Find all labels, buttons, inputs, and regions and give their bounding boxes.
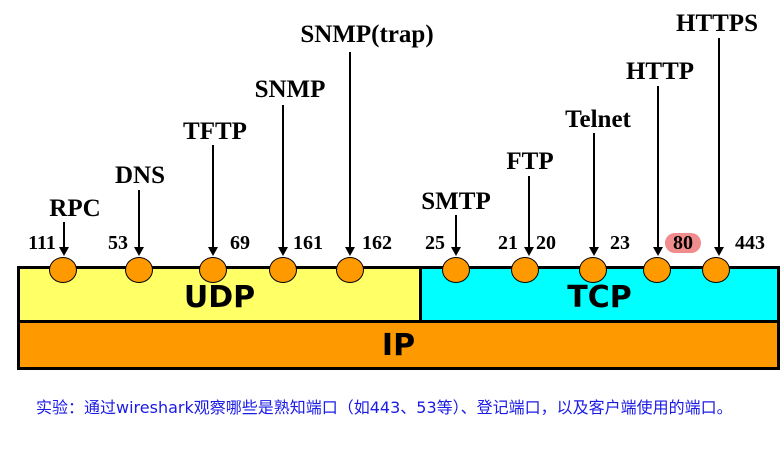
- arrow-http: [653, 86, 663, 256]
- arrow-telnet: [589, 133, 599, 256]
- port-circle: [125, 257, 153, 283]
- label-http: HTTP: [625, 58, 695, 85]
- port-circle: [199, 257, 227, 283]
- udp-label: UDP: [183, 280, 256, 315]
- label-rpc: RPC: [49, 195, 101, 222]
- label-snmp-trap: SNMP(trap): [300, 21, 434, 48]
- ip-layer: IP: [17, 320, 780, 370]
- port-162: 162: [362, 232, 392, 254]
- experiment-note: 实验：通过wireshark观察哪些是熟知端口（如443、53等）、登记端口，以…: [36, 398, 733, 417]
- ip-label: IP: [381, 327, 416, 363]
- arrow-https: [714, 38, 724, 256]
- port-circle: [643, 257, 671, 283]
- arrow-smtp: [451, 215, 461, 256]
- port-circle: [579, 257, 607, 283]
- port-80: 80: [665, 233, 701, 253]
- label-https: HTTPS: [676, 10, 758, 37]
- port-443: 443: [735, 232, 765, 254]
- port-161: 161: [293, 232, 323, 254]
- arrow-ftp: [524, 176, 534, 256]
- label-dns: DNS: [114, 162, 166, 189]
- port-20: 20: [536, 232, 556, 254]
- port-circle: [269, 257, 297, 283]
- port-25: 25: [425, 232, 445, 254]
- port-circle: [442, 257, 470, 283]
- port-53: 53: [108, 232, 128, 254]
- port-21: 21: [498, 232, 518, 254]
- label-ftp: FTP: [506, 148, 554, 175]
- arrow-snmp-trap: [345, 52, 355, 256]
- port-69: 69: [230, 232, 250, 254]
- arrow-dns: [134, 190, 144, 256]
- tcp-label: TCP: [567, 280, 632, 315]
- port-circle: [702, 257, 730, 283]
- port-circle: [49, 257, 77, 283]
- port-circle: [511, 257, 539, 283]
- label-tftp: TFTP: [183, 118, 247, 145]
- port-111: 111: [28, 232, 56, 254]
- label-snmp: SNMP: [254, 76, 326, 103]
- arrow-snmp: [278, 105, 288, 256]
- label-smtp: SMTP: [421, 188, 491, 215]
- port-circle: [336, 257, 364, 283]
- port-23: 23: [610, 232, 630, 254]
- arrow-tftp: [208, 145, 218, 256]
- label-telnet: Telnet: [565, 106, 631, 133]
- arrow-rpc: [59, 222, 69, 256]
